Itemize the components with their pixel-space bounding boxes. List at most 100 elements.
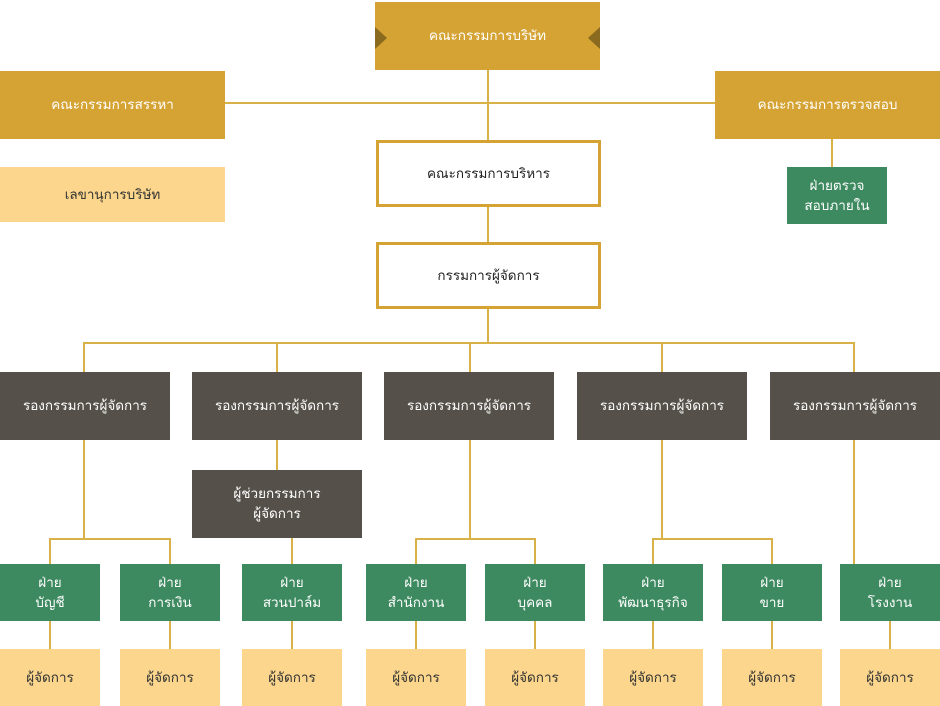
deputy-label: รองกรรมการผู้จัดการ bbox=[22, 398, 148, 414]
connector-line bbox=[49, 538, 51, 564]
deputy-md-box-2: รองกรรมการผู้จัดการ bbox=[192, 372, 362, 440]
dept-line1: ฝ่าย bbox=[404, 574, 428, 591]
deputy-md-box-1: รองกรรมการผู้จัดการ bbox=[0, 372, 170, 440]
deputy-label: รองกรรมการผู้จัดการ bbox=[599, 398, 725, 414]
manager-label: ผู้จัดการ bbox=[392, 669, 440, 686]
connector-line bbox=[487, 308, 489, 342]
managing-director-box: กรรมการผู้จัดการ bbox=[376, 242, 601, 309]
connector-line bbox=[291, 538, 293, 564]
dept-plantation-box: ฝ่าย สวนปาล์ม bbox=[242, 564, 342, 621]
dept-hr-box: ฝ่าย บุคคล bbox=[485, 564, 585, 621]
connector-line bbox=[49, 538, 171, 540]
dept-line2: การเงิน bbox=[148, 594, 192, 611]
dept-factory-box: ฝ่าย โรงงาน bbox=[840, 564, 940, 621]
internal-audit-line2: สอบภายใน bbox=[804, 197, 870, 214]
dept-line1: ฝ่าย bbox=[878, 574, 902, 591]
connector-line bbox=[661, 342, 663, 372]
dept-line2: ขาย bbox=[759, 594, 785, 611]
md-label: กรรมการผู้จัดการ bbox=[437, 267, 540, 284]
connector-line bbox=[415, 621, 417, 649]
manager-label: ผู้จัดการ bbox=[146, 669, 194, 686]
manager-label: ผู้จัดการ bbox=[268, 669, 316, 686]
board-label: คณะกรรมการบริษัท bbox=[428, 28, 546, 44]
connector-line bbox=[487, 68, 489, 140]
manager-box: ผู้จัดการ bbox=[120, 649, 220, 706]
deputy-label: รองกรรมการผู้จัดการ bbox=[406, 398, 532, 414]
notch-right-decoration bbox=[588, 27, 600, 49]
dept-line1: ฝ่าย bbox=[523, 574, 547, 591]
manager-label: ผู้จัดการ bbox=[748, 669, 796, 686]
connector-line bbox=[771, 621, 773, 649]
dept-line2: บุคคล bbox=[517, 594, 553, 611]
dept-accounting-box: ฝ่าย บัญชี bbox=[0, 564, 100, 621]
deputy-label: รองกรรมการผู้จัดการ bbox=[214, 398, 340, 414]
assistant-md-line1: ผู้ช่วยกรรมการ bbox=[233, 486, 321, 502]
executive-committee-box: คณะกรรมการบริหาร bbox=[376, 140, 601, 207]
connector-line bbox=[534, 621, 536, 649]
nomination-label: คณะกรรมการสรรหา bbox=[51, 97, 174, 113]
connector-line bbox=[487, 206, 489, 242]
dept-line1: ฝ่าย bbox=[280, 574, 304, 591]
manager-label: ผู้จัดการ bbox=[629, 669, 677, 686]
internal-audit-line1: ฝ่ายตรวจ bbox=[809, 177, 865, 194]
connector-line bbox=[661, 440, 663, 538]
audit-label: คณะกรรมการตรวจสอบ bbox=[757, 97, 898, 113]
audit-committee-box: คณะกรรมการตรวจสอบ bbox=[715, 71, 940, 139]
dept-line2: โรงงาน bbox=[867, 594, 913, 611]
connector-line bbox=[652, 621, 654, 649]
connector-line bbox=[169, 621, 171, 649]
deputy-md-box-3: รองกรรมการผู้จัดการ bbox=[384, 372, 554, 440]
secretary-label: เลขานุการบริษัท bbox=[64, 186, 161, 203]
manager-box: ผู้จัดการ bbox=[366, 649, 466, 706]
connector-line bbox=[534, 538, 536, 564]
dept-line1: ฝ่าย bbox=[641, 574, 665, 591]
connector-line bbox=[276, 440, 278, 470]
manager-box: ผู้จัดการ bbox=[603, 649, 703, 706]
connector-line bbox=[83, 342, 85, 372]
connector-line bbox=[49, 621, 51, 649]
connector-line bbox=[889, 621, 891, 649]
connector-line bbox=[469, 342, 471, 372]
deputy-md-box-5: รองกรรมการผู้จัดการ bbox=[770, 372, 940, 440]
internal-audit-box: ฝ่ายตรวจ สอบภายใน bbox=[787, 167, 887, 224]
connector-line bbox=[652, 538, 773, 540]
assistant-md-line2: ผู้จัดการ bbox=[253, 506, 301, 522]
manager-box: ผู้จัดการ bbox=[840, 649, 940, 706]
connector-line bbox=[415, 538, 417, 564]
connector-line bbox=[831, 138, 833, 168]
dept-business-development-box: ฝ่าย พัฒนาธุรกิจ bbox=[603, 564, 703, 621]
connector-line bbox=[169, 538, 171, 564]
notch-left-decoration bbox=[375, 27, 387, 49]
connector-line bbox=[415, 538, 536, 540]
dept-line1: ฝ่าย bbox=[158, 574, 182, 591]
deputy-label: รองกรรมการผู้จัดการ bbox=[792, 398, 918, 414]
connector-line bbox=[853, 440, 855, 564]
dept-line1: ฝ่าย bbox=[760, 574, 784, 591]
connector-line bbox=[771, 538, 773, 564]
connector-line bbox=[83, 440, 85, 538]
connector-line bbox=[224, 102, 716, 104]
connector-line bbox=[469, 440, 471, 538]
board-of-directors-box: คณะกรรมการบริษัท bbox=[375, 2, 600, 70]
dept-line2: สำนักงาน bbox=[387, 594, 445, 611]
connector-line bbox=[652, 538, 654, 564]
manager-box: ผู้จัดการ bbox=[0, 649, 100, 706]
manager-label: ผู้จัดการ bbox=[511, 669, 559, 686]
dept-line2: พัฒนาธุรกิจ bbox=[618, 594, 688, 611]
manager-box: ผู้จัดการ bbox=[722, 649, 822, 706]
dept-line1: ฝ่าย bbox=[38, 574, 62, 591]
connector-line bbox=[853, 342, 855, 372]
manager-box: ผู้จัดการ bbox=[242, 649, 342, 706]
dept-finance-box: ฝ่าย การเงิน bbox=[120, 564, 220, 621]
manager-label: ผู้จัดการ bbox=[866, 669, 914, 686]
dept-sales-box: ฝ่าย ขาย bbox=[722, 564, 822, 621]
manager-box: ผู้จัดการ bbox=[485, 649, 585, 706]
nomination-committee-box: คณะกรรมการสรรหา bbox=[0, 71, 225, 139]
dept-line2: สวนปาล์ม bbox=[262, 594, 322, 611]
dept-office-box: ฝ่าย สำนักงาน bbox=[366, 564, 466, 621]
connector-line bbox=[291, 621, 293, 649]
connector-line bbox=[276, 342, 278, 372]
assistant-md-box: ผู้ช่วยกรรมการ ผู้จัดการ bbox=[192, 470, 362, 538]
executive-label: คณะกรรมการบริหาร bbox=[427, 165, 550, 182]
dept-line2: บัญชี bbox=[35, 594, 65, 611]
